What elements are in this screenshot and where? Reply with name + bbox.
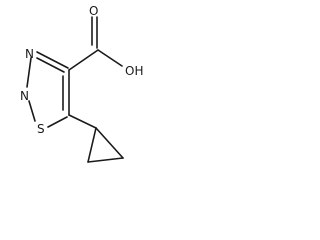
- bond-c4-carboxyl: [68, 49, 99, 71]
- bond-cyclopropyl-left: [87, 127, 97, 163]
- bond-c5-s: [47, 116, 68, 128]
- atom-label-n-upper: N: [25, 47, 34, 61]
- thiadiazole-ring: [26, 51, 70, 128]
- atom-label-n-lower: N: [20, 89, 29, 103]
- bond-c-oh: [97, 49, 123, 67]
- bond-cyclopropyl-right: [95, 127, 124, 159]
- molecule-structure: N N S O OH: [20, 4, 143, 163]
- atom-label-hydroxyl: OH: [125, 64, 143, 78]
- atom-label-carbonyl-o: O: [89, 4, 98, 18]
- bond-n-c4-inner: [36, 57, 65, 73]
- atom-label-s: S: [37, 122, 45, 136]
- bond-cyclopropyl-bottom: [87, 157, 124, 163]
- bond-c5-cyclopropyl: [68, 114, 97, 129]
- bond-n-c4-outer: [36, 51, 69, 69]
- cyclopropyl-group: [68, 114, 124, 163]
- bond-s-n: [28, 100, 36, 122]
- bond-n-n: [26, 57, 32, 88]
- carboxylic-acid-group: [68, 16, 123, 71]
